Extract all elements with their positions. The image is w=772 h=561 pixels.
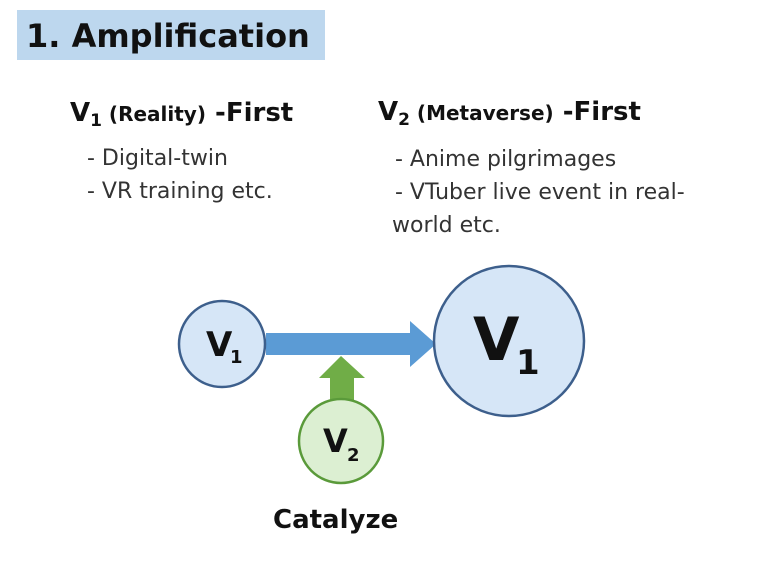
left-heading-paren: (Reality) bbox=[101, 102, 206, 126]
left-heading: V1 (Reality) -First bbox=[70, 98, 293, 131]
left-heading-suffix: -First bbox=[205, 98, 294, 128]
source-v1-sub: 1 bbox=[230, 347, 243, 368]
right-heading-sub: 2 bbox=[398, 110, 410, 130]
right-heading-paren: (Metaverse) bbox=[409, 101, 554, 125]
right-bullet-item: world etc. bbox=[392, 213, 501, 238]
catalyst-v2-node: V 2 bbox=[297, 397, 385, 485]
right-heading: V2 (Metaverse) -First bbox=[378, 97, 641, 130]
target-v1-node: V 1 bbox=[432, 264, 586, 418]
target-v1-letter: V bbox=[473, 305, 520, 375]
source-v1-letter: V bbox=[206, 325, 233, 365]
catalyze-arrow bbox=[319, 356, 365, 404]
catalyze-label: Catalyze bbox=[273, 505, 399, 535]
amplify-arrow bbox=[266, 321, 436, 367]
left-bullet-item: - VR training etc. bbox=[87, 179, 273, 204]
right-bullet-item: - VTuber live event in real- bbox=[395, 180, 685, 205]
source-v1-node: V 1 bbox=[177, 299, 267, 389]
right-bullet-item: - Anime pilgrimages bbox=[395, 147, 617, 172]
left-bullet-item: - Digital-twin bbox=[87, 146, 228, 171]
right-heading-v: V bbox=[378, 97, 399, 127]
catalyst-v2-letter: V bbox=[323, 422, 348, 460]
right-bullet-list: - Anime pilgrimages - VTuber live event … bbox=[392, 143, 685, 242]
page-title: 1. Amplification bbox=[26, 17, 310, 55]
left-heading-sub: 1 bbox=[90, 111, 102, 131]
right-heading-suffix: -First bbox=[553, 97, 641, 127]
target-v1-sub: 1 bbox=[516, 343, 540, 383]
catalyst-v2-sub: 2 bbox=[347, 445, 360, 466]
left-bullet-list: - Digital-twin - VR training etc. bbox=[87, 142, 273, 208]
title-banner bbox=[17, 10, 325, 60]
left-heading-v: V bbox=[70, 98, 91, 128]
